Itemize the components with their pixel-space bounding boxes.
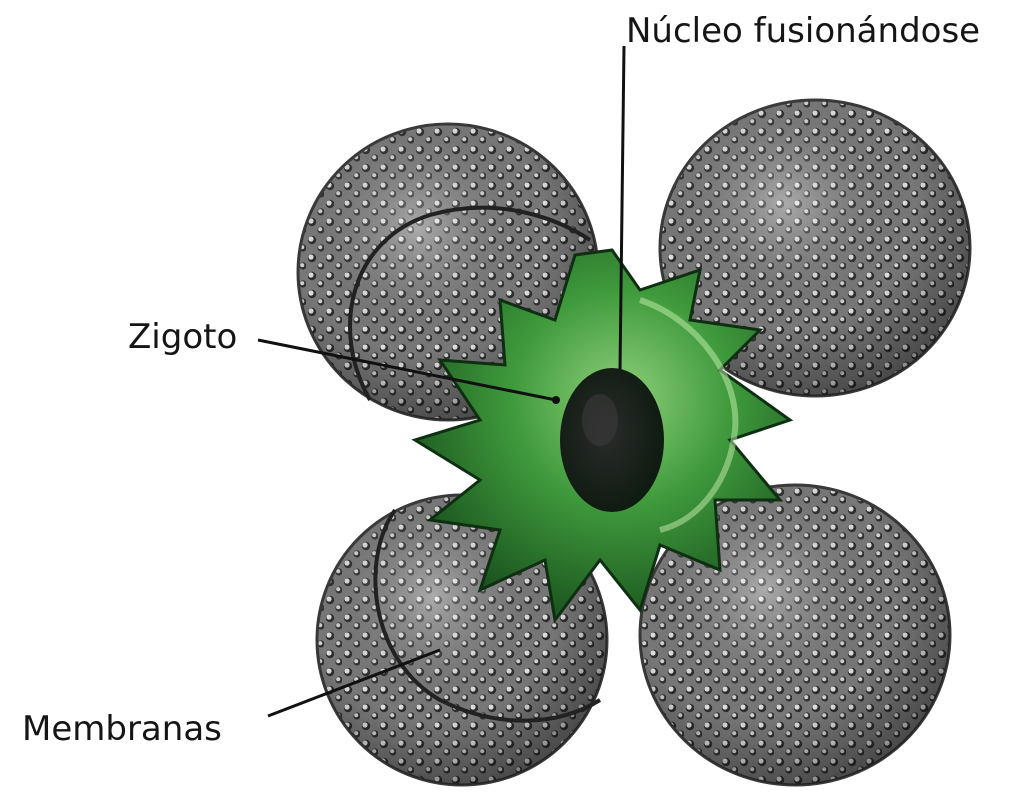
label-zigoto: Zigoto bbox=[128, 320, 237, 354]
fusing-nucleus bbox=[560, 368, 664, 512]
label-nucleo-fusionandose: Núcleo fusionándose bbox=[626, 14, 980, 48]
label-membranas: Membranas bbox=[22, 712, 222, 746]
